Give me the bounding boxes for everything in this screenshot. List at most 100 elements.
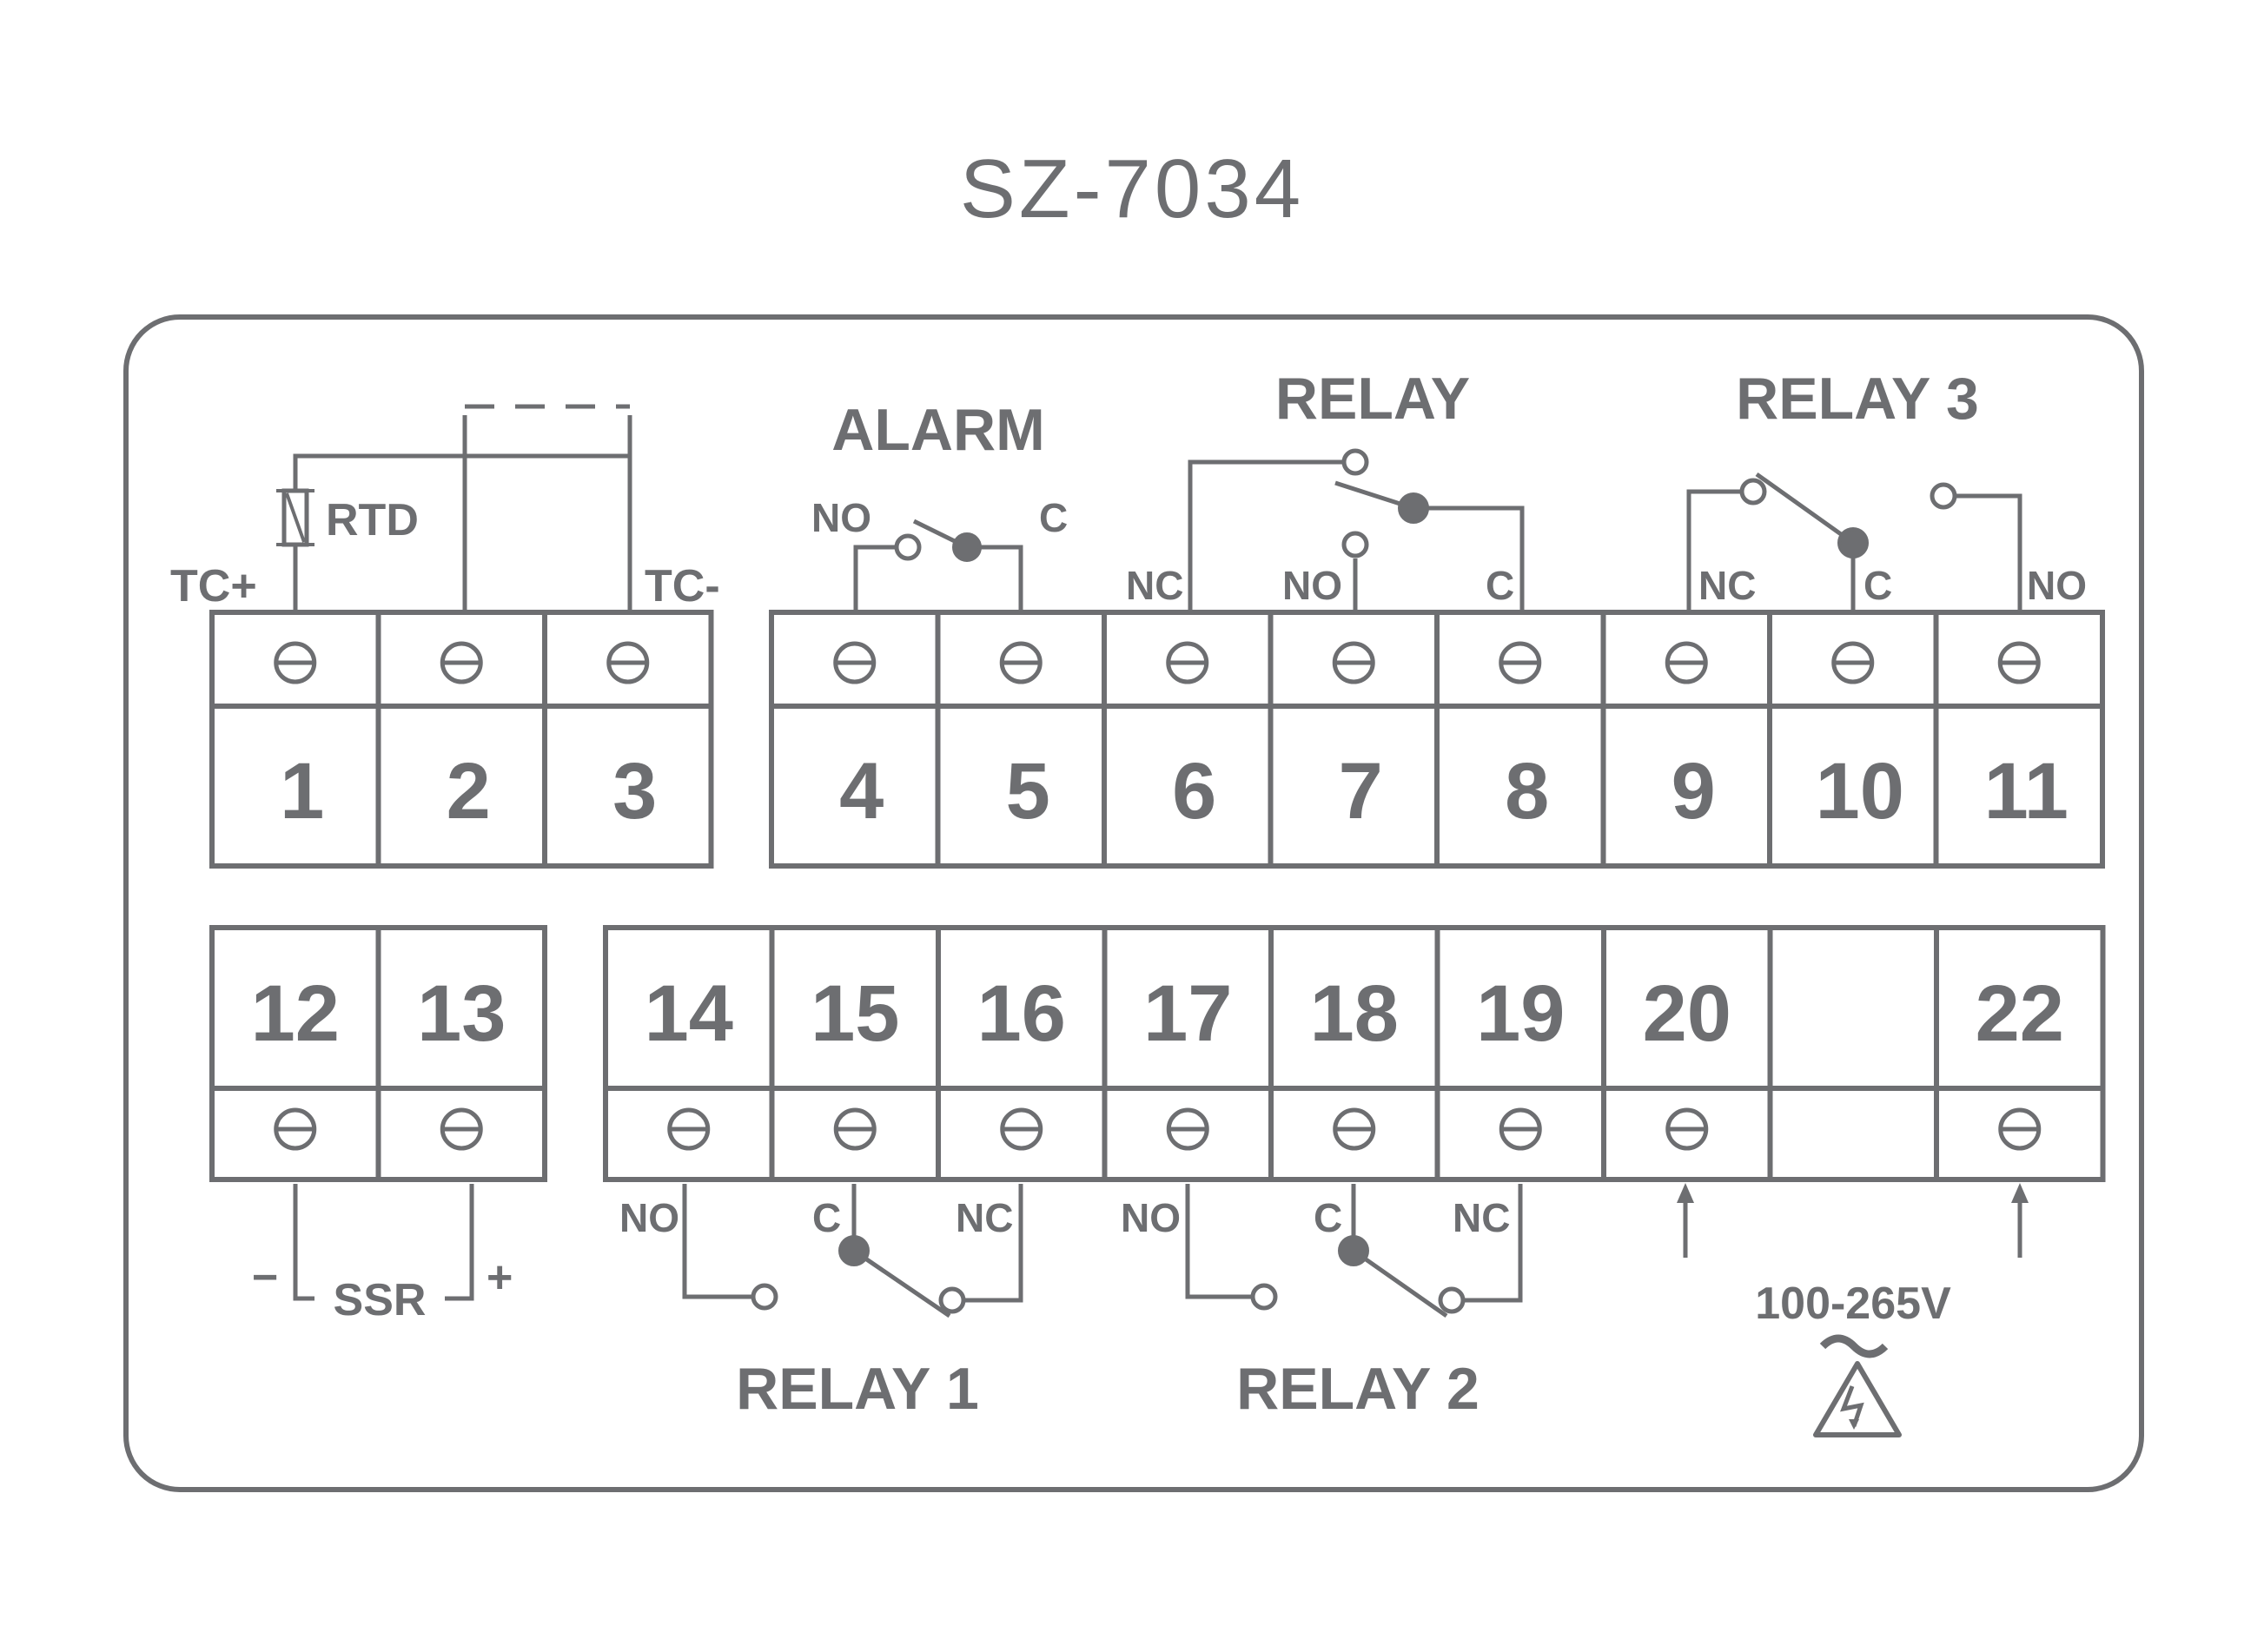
relay1-contact: NO C NC RELAY 1 — [619, 1184, 1023, 1422]
terminal-number: 6 — [1172, 747, 1216, 836]
terminal-number: 18 — [1310, 969, 1399, 1058]
power-input: 100-265V — [1677, 1183, 2029, 1437]
terminal-number-cell — [1767, 925, 1939, 1091]
terminal-number: 12 — [251, 969, 340, 1058]
relay-contact: RELAY NC NO C — [1126, 366, 1525, 612]
high-voltage-warning-icon — [1813, 1361, 1902, 1437]
screw-terminal-icon — [1166, 1107, 1209, 1151]
ssr-minus-label: − — [252, 1252, 278, 1303]
arrow-up-icon — [1677, 1183, 1694, 1203]
voltage-label: 100-265V — [1755, 1279, 1951, 1329]
tc-minus-label: TC- — [645, 561, 720, 611]
screw-terminal-icon — [1499, 641, 1542, 684]
screw-terminal-icon — [274, 1107, 317, 1151]
relay3-no-label: NO — [2027, 563, 2087, 608]
terminal-block-4-11: 4 5 6 7 8 9 10 11 — [769, 610, 2105, 869]
relay1-no-contact-icon — [751, 1283, 778, 1311]
terminal-number: 14 — [645, 969, 733, 1058]
relay2-common-contact-icon — [1338, 1235, 1369, 1266]
relay2-nc-label: NC — [1453, 1195, 1510, 1240]
relay-no-label: NO — [1282, 563, 1342, 608]
terminal-number-cell — [542, 704, 714, 869]
relay1-common-contact-icon — [838, 1235, 870, 1266]
terminal-number: 11 — [1984, 747, 2069, 836]
terminal-screw-cell — [1767, 1086, 1939, 1182]
terminal-number-cell — [1268, 925, 1440, 1091]
relay3-nc-contact-icon — [1739, 478, 1767, 506]
relay2-contact: NO C NC RELAY 2 — [1121, 1184, 1523, 1422]
relay3-label: RELAY 3 — [1736, 366, 1979, 432]
terminal-screw-cell — [375, 1086, 547, 1182]
rtd-label: RTD — [326, 495, 419, 545]
screw-terminal-icon — [1831, 641, 1875, 684]
terminal-number-cell — [1934, 925, 2106, 1091]
terminal-number-cell — [603, 925, 775, 1091]
relay1-c-label: C — [812, 1195, 841, 1240]
terminal-number: 15 — [811, 969, 899, 1058]
relay-nc-contact-icon — [1341, 448, 1369, 476]
terminal-number-cell — [769, 704, 941, 869]
relay1-label: RELAY 1 — [736, 1356, 979, 1422]
ssr-wiring: SSR − + — [252, 1184, 513, 1325]
ssr-label: SSR — [334, 1275, 427, 1325]
alarm-c-label: C — [1039, 495, 1068, 540]
relay-nc-label: NC — [1126, 563, 1183, 608]
alarm-no-contact-icon — [894, 533, 922, 561]
terminal-number-cell — [1102, 925, 1274, 1091]
terminal-number-cell — [1268, 704, 1440, 869]
terminal-number: 3 — [612, 747, 657, 836]
screw-terminal-icon — [667, 1107, 711, 1151]
terminal-number: 4 — [839, 747, 884, 836]
screw-terminal-icon — [440, 1107, 483, 1151]
terminal-number: 1 — [280, 747, 324, 836]
screw-terminal-icon — [1998, 1107, 2042, 1151]
screw-terminal-icon — [274, 641, 317, 684]
screw-terminal-icon — [1665, 1107, 1709, 1151]
alarm-label: ALARM — [831, 397, 1045, 463]
ssr-plus-label: + — [487, 1252, 513, 1303]
screw-terminal-icon — [1499, 1107, 1542, 1151]
tilde-icon — [1819, 1334, 1889, 1358]
screw-terminal-icon — [999, 641, 1043, 684]
relay3-nc-label: NC — [1698, 563, 1756, 608]
relay1-no-label: NO — [619, 1195, 679, 1240]
relay-c-label: C — [1486, 563, 1514, 608]
terminal-number-cell — [1600, 704, 1772, 869]
screw-terminal-icon — [1166, 641, 1209, 684]
terminal-number: 8 — [1505, 747, 1549, 836]
alarm-contact: ALARM NO C — [811, 397, 1068, 612]
model-title: SZ-7034 — [960, 142, 1304, 235]
terminal-number: 9 — [1672, 747, 1716, 836]
terminal-number-cell — [1434, 704, 1606, 869]
terminal-number: 20 — [1643, 969, 1731, 1058]
relay-no-contact-icon — [1341, 531, 1369, 558]
terminal-number: 17 — [1143, 969, 1232, 1058]
relay3-contact: RELAY 3 NC C NO — [1686, 366, 2087, 612]
relay1-nc-label: NC — [956, 1195, 1013, 1240]
terminal-number: 13 — [417, 969, 506, 1058]
terminal-number: 7 — [1339, 747, 1383, 836]
screw-terminal-icon — [1333, 1107, 1376, 1151]
terminal-number: 16 — [977, 969, 1066, 1058]
relay2-nc-contact-icon — [1438, 1286, 1466, 1314]
terminal-number-cell — [209, 925, 381, 1091]
relay1-nc-contact-icon — [938, 1286, 966, 1314]
relay2-no-label: NO — [1121, 1195, 1181, 1240]
terminal-number: 19 — [1476, 969, 1565, 1058]
relay3-common-contact-icon — [1837, 527, 1869, 558]
terminal-number-cell — [1601, 925, 1773, 1091]
terminal-number: 5 — [1006, 747, 1050, 836]
arrow-up-icon — [2011, 1183, 2029, 1203]
terminal-number: 10 — [1816, 747, 1904, 836]
alarm-common-contact-icon — [952, 532, 982, 562]
relay-label: RELAY — [1275, 366, 1470, 432]
screw-terminal-icon — [1665, 641, 1708, 684]
relay2-label: RELAY 2 — [1236, 1356, 1480, 1422]
alarm-no-label: NO — [811, 495, 871, 540]
screw-terminal-icon — [1000, 1107, 1043, 1151]
screw-terminal-icon — [1997, 641, 2041, 684]
relay2-no-contact-icon — [1250, 1283, 1278, 1311]
